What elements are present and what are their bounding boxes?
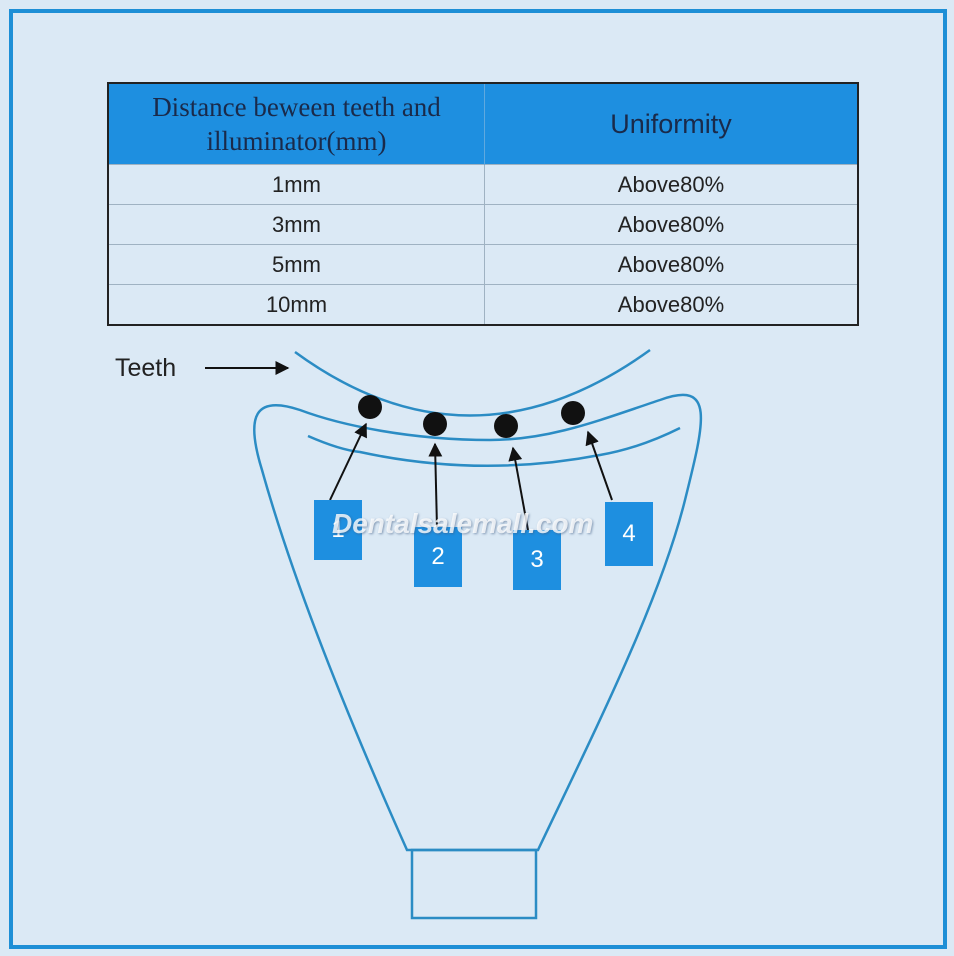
cell-uniformity: Above80% [484, 164, 859, 205]
cell-distance: 3mm [108, 204, 485, 245]
teeth-arch-inner [307, 426, 681, 467]
measure-point-4 [561, 401, 585, 425]
pointer-arrow-3 [508, 446, 529, 531]
measure-point-1 [358, 395, 382, 419]
illuminator-outline [253, 393, 703, 852]
point-label-1: 1 [314, 500, 362, 560]
point-label-3: 3 [513, 530, 561, 590]
measure-point-3 [494, 414, 518, 438]
table-row: 1mm Above80% [108, 164, 859, 205]
table-header-row: Distance beween teeth and illuminator(mm… [108, 83, 859, 165]
point-label-2: 2 [414, 527, 462, 587]
teeth-arch-outer [294, 348, 651, 417]
table-row: 10mm Above80% [108, 284, 859, 325]
cell-uniformity: Above80% [484, 204, 859, 245]
teeth-label: Teeth [115, 354, 177, 382]
pointer-arrow-2 [428, 442, 443, 529]
cell-distance: 5mm [108, 244, 485, 285]
pointer-arrow-4 [585, 430, 613, 501]
table-row: 5mm Above80% [108, 244, 859, 285]
pointer-arrow-1 [329, 422, 367, 501]
illuminator-neck [410, 848, 538, 920]
measure-point-2 [423, 412, 447, 436]
header-distance: Distance beween teeth and illuminator(mm… [108, 83, 485, 165]
cell-distance: 1mm [108, 164, 485, 205]
cell-uniformity: Above80% [484, 244, 859, 285]
table-row: 3mm Above80% [108, 204, 859, 245]
header-uniformity: Uniformity [484, 83, 859, 165]
uniformity-table: Distance beween teeth and illuminator(mm… [107, 82, 859, 326]
point-label-4: 4 [605, 502, 653, 566]
cell-distance: 10mm [108, 284, 485, 325]
cell-uniformity: Above80% [484, 284, 859, 325]
